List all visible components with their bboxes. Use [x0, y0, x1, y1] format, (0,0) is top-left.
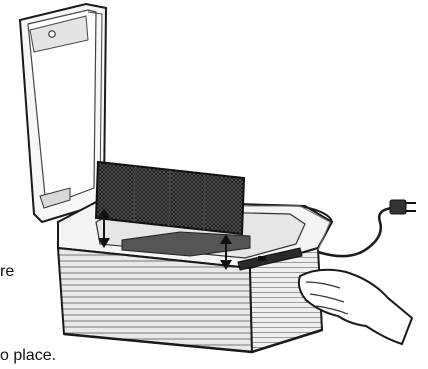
plug-icon [390, 200, 406, 214]
latch-button [258, 256, 266, 261]
caption-fragment-1: re [0, 264, 14, 280]
power-cord [318, 200, 416, 256]
caption-fragment-2: o place. [0, 348, 56, 364]
open-lid [20, 4, 106, 222]
